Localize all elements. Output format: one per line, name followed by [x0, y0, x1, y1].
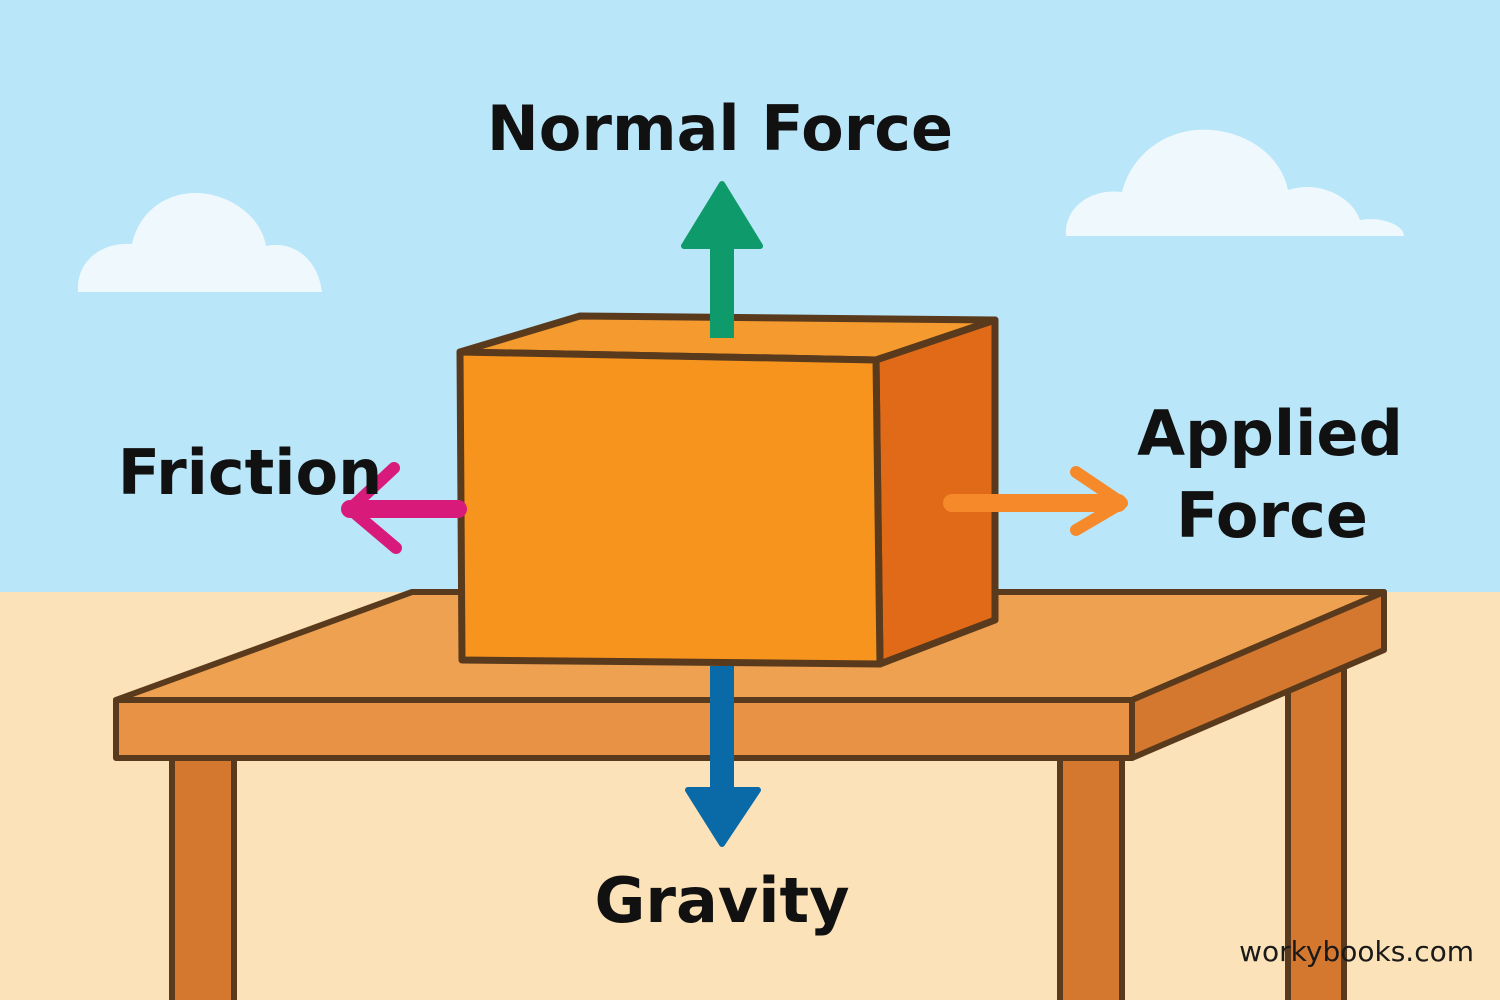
friction-arrow	[341, 462, 467, 554]
watermark-text: workybooks.com	[1239, 935, 1474, 968]
left-cloud	[77, 192, 322, 292]
table-leg-front-right	[1057, 755, 1125, 1000]
normal-force-arrow	[681, 181, 763, 338]
table-top-side-edge	[1129, 589, 1387, 761]
applied-force-label-line2: Force	[1176, 479, 1368, 552]
table-leg-front-left	[169, 755, 237, 1000]
friction-label: Friction	[118, 436, 383, 509]
table-top-front-edge	[113, 697, 1135, 761]
box-side-face	[872, 316, 999, 668]
applied-force-arrow	[943, 466, 1128, 536]
gravity-arrow	[685, 666, 761, 847]
box	[456, 312, 999, 668]
box-front-face	[456, 348, 884, 668]
gravity-label: Gravity	[594, 864, 849, 937]
applied-force-label-line1: Applied	[1137, 397, 1403, 470]
right-cloud	[1065, 129, 1404, 236]
table-legs	[169, 657, 1347, 1000]
normal-force-label: Normal Force	[487, 92, 953, 165]
